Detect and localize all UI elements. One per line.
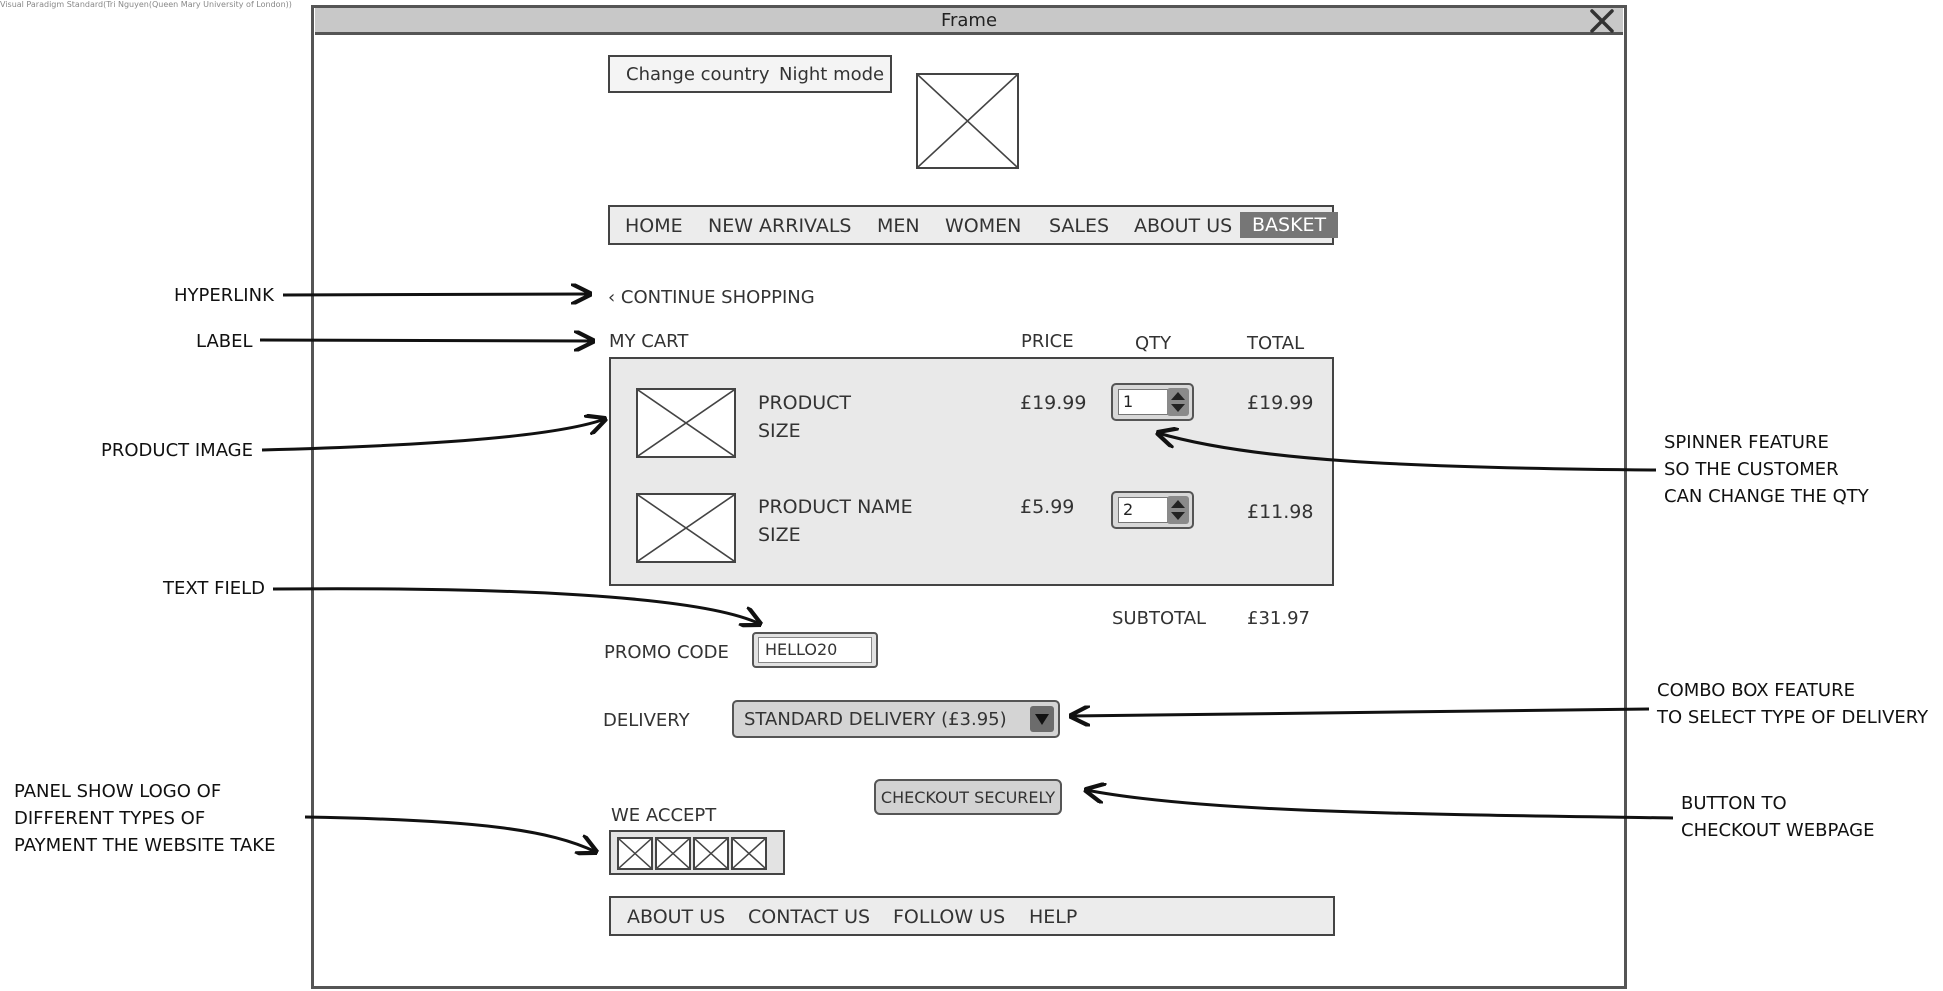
qty-spinner[interactable]: 2 (1111, 491, 1194, 529)
nav-home[interactable]: HOME (625, 215, 683, 237)
frame-title: Frame (315, 8, 1623, 35)
my-cart-label: MY CART (609, 331, 689, 352)
product-size: SIZE (758, 420, 801, 442)
annotation-payment-panel: PANEL SHOW LOGO OF DIFFERENT TYPES OF PA… (14, 778, 275, 859)
annotation-line: PANEL SHOW LOGO OF (14, 781, 222, 802)
continue-shopping-link[interactable]: ‹ CONTINUE SHOPPING (608, 287, 815, 308)
product-image-placeholder (636, 388, 736, 458)
subtotal-label: SUBTOTAL (1112, 608, 1207, 629)
combo-box-arrow (1071, 709, 1650, 716)
annotation-label: LABEL (196, 331, 253, 352)
payment-logo-icon (693, 837, 729, 870)
annotation-hyperlink: HYPERLINK (174, 285, 274, 306)
checkout-button[interactable]: CHECKOUT SECURELY (874, 779, 1062, 815)
annotation-product-image: PRODUCT IMAGE (101, 440, 254, 461)
annotation-spinner: SPINNER FEATURE SO THE CUSTOMER CAN CHAN… (1664, 429, 1869, 510)
nav-new-arrivals[interactable]: NEW ARRIVALS (708, 215, 852, 237)
delivery-combo-box[interactable]: STANDARD DELIVERY (£3.95) (732, 700, 1060, 738)
price-header: PRICE (1021, 331, 1074, 352)
qty-value[interactable]: 1 (1118, 389, 1168, 415)
annotation-line: BUTTON TO (1681, 793, 1787, 814)
promo-code-input[interactable]: HELLO20 (752, 632, 878, 668)
product-image-arrow (261, 419, 605, 452)
annotation-line: SPINNER FEATURE (1664, 432, 1829, 453)
annotation-text-field: TEXT FIELD (163, 578, 266, 599)
product-image-placeholder (636, 493, 736, 563)
annotation-line: COMBO BOX FEATURE (1657, 680, 1855, 701)
close-icon[interactable] (1588, 8, 1616, 34)
qty-spinner[interactable]: 1 (1111, 383, 1194, 421)
annotation-line: CAN CHANGE THE QTY (1664, 486, 1869, 507)
button-arrow (1086, 790, 1674, 820)
footer-nav: ABOUT US CONTACT US FOLLOW US HELP (609, 896, 1335, 936)
payment-logo-icon (655, 837, 691, 870)
subtotal-value: £31.97 (1247, 608, 1310, 629)
nav-basket[interactable]: BASKET (1240, 212, 1339, 238)
product-total: £19.99 (1247, 392, 1314, 414)
spinner-arrows-icon[interactable] (1167, 496, 1189, 524)
product-total: £11.98 (1247, 501, 1314, 523)
product-size: SIZE (758, 524, 801, 546)
payment-logo-icon (617, 837, 653, 870)
text-field-arrow (272, 587, 760, 624)
nav-sales[interactable]: SALES (1049, 215, 1110, 237)
change-country-link[interactable]: Change country (626, 64, 770, 85)
logo-image-placeholder (916, 73, 1019, 169)
footer-follow-us[interactable]: FOLLOW US (893, 906, 1006, 928)
annotation-button: BUTTON TO CHECKOUT WEBPAGE (1681, 790, 1874, 844)
annotation-combo-box: COMBO BOX FEATURE TO SELECT TYPE OF DELI… (1657, 677, 1928, 731)
annotation-line: SO THE CUSTOMER (1664, 459, 1839, 480)
payment-panel-arrow (304, 815, 596, 852)
we-accept-label: WE ACCEPT (611, 805, 717, 826)
nav-women[interactable]: WOMEN (945, 215, 1022, 237)
payment-logos-panel (609, 830, 785, 875)
total-header: TOTAL (1247, 333, 1305, 354)
main-nav: HOME NEW ARRIVALS MEN WOMEN SALES ABOUT … (608, 205, 1339, 245)
promo-code-value[interactable]: HELLO20 (758, 637, 872, 663)
footer-contact-us[interactable]: CONTACT US (748, 906, 871, 928)
footer-about-us[interactable]: ABOUT US (627, 906, 726, 928)
label-arrow (259, 340, 593, 341)
checkout-button-label: CHECKOUT SECURELY (880, 788, 1056, 807)
delivery-label: DELIVERY (603, 710, 690, 731)
chevron-down-icon[interactable] (1030, 706, 1054, 732)
product-price: £19.99 (1020, 392, 1087, 414)
delivery-selected-option: STANDARD DELIVERY (£3.95) (744, 709, 1007, 730)
qty-value[interactable]: 2 (1118, 497, 1168, 523)
qty-header: QTY (1135, 333, 1172, 354)
annotation-line: CHECKOUT WEBPAGE (1681, 820, 1875, 841)
spinner-arrow (1158, 433, 1657, 472)
footer-help[interactable]: HELP (1029, 906, 1078, 928)
product-price: £5.99 (1020, 496, 1075, 518)
annotation-line: TO SELECT TYPE OF DELIVERY (1657, 707, 1929, 728)
annotation-line: PAYMENT THE WEBSITE TAKE (14, 835, 276, 856)
night-mode-link[interactable]: Night mode (779, 64, 885, 85)
hyperlink-arrow (282, 294, 590, 295)
nav-men[interactable]: MEN (877, 215, 920, 237)
annotation-line: DIFFERENT TYPES OF (14, 808, 206, 829)
nav-about-us[interactable]: ABOUT US (1134, 215, 1233, 237)
spinner-arrows-icon[interactable] (1167, 388, 1189, 416)
product-name: PRODUCT (758, 392, 852, 414)
watermark: Visual Paradigm Standard(Tri Nguyen(Quee… (0, 0, 292, 9)
promo-code-label: PROMO CODE (604, 642, 729, 663)
product-name: PRODUCT NAME (758, 496, 913, 518)
payment-logo-icon (731, 837, 767, 870)
top-bar: Change country Night mode (608, 55, 892, 93)
